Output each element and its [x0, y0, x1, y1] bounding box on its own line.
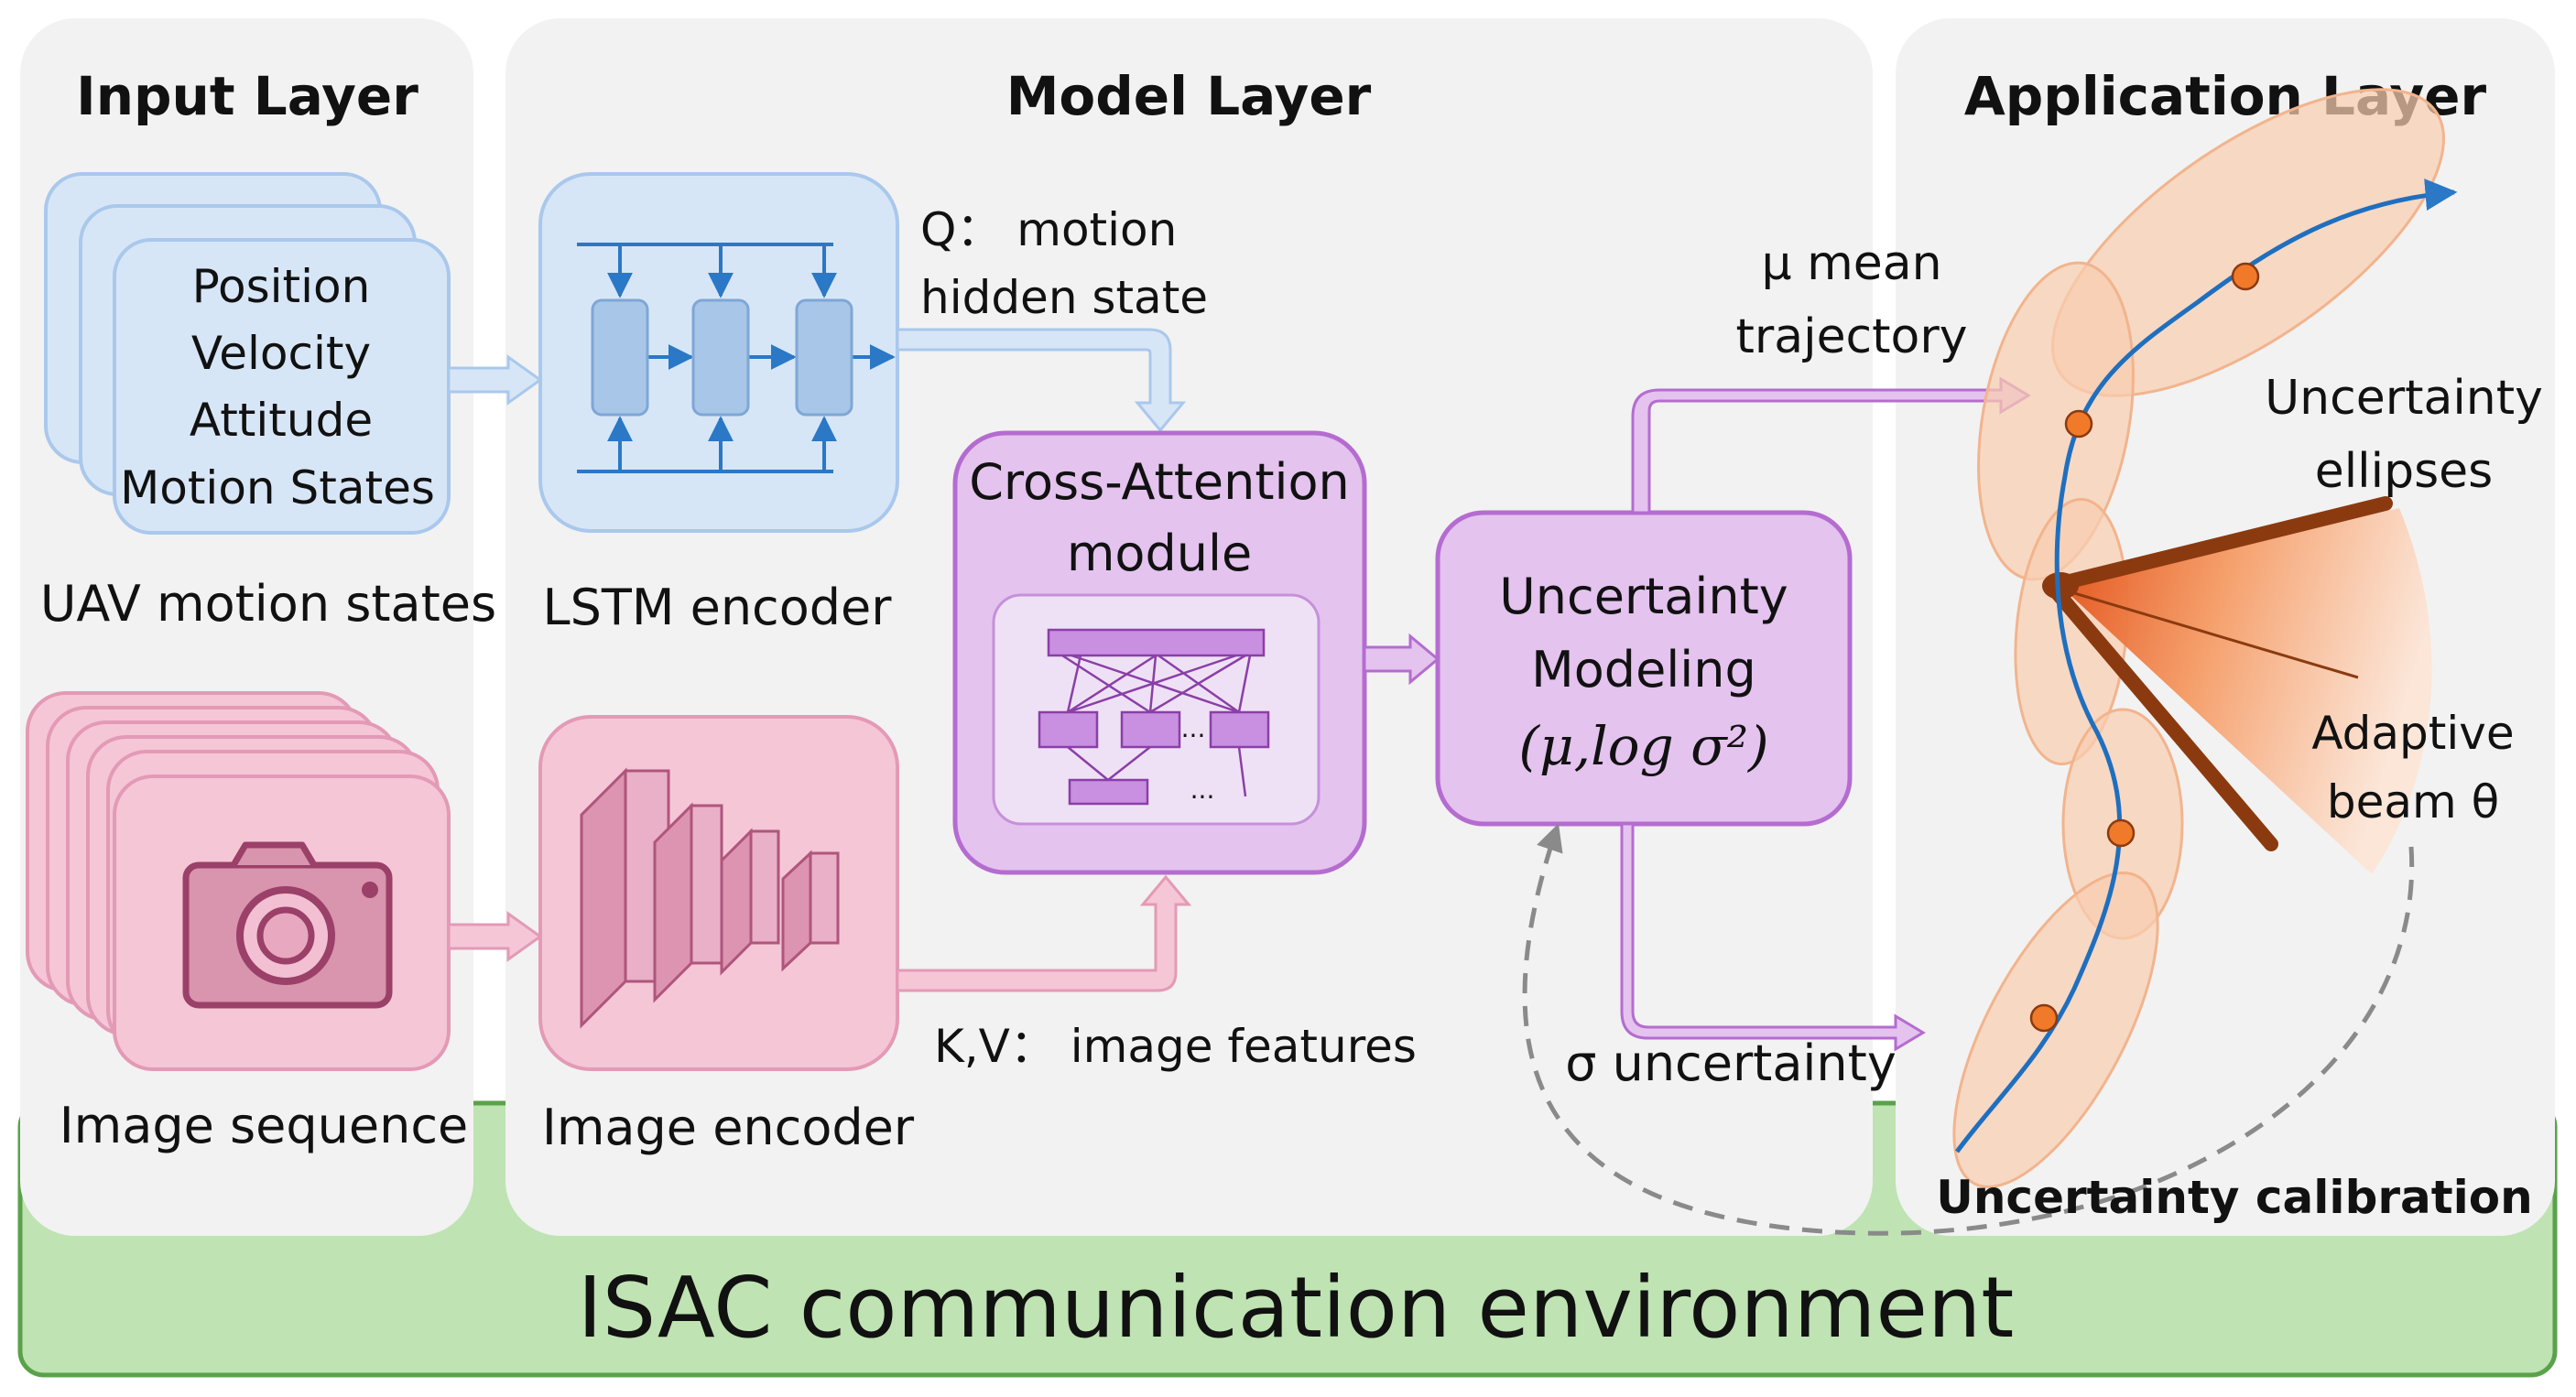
attention-to-uncertainty-arrow — [1363, 633, 1440, 686]
uncertainty-modeling-line1: Uncertainty — [1499, 568, 1788, 625]
motion-state-position: Position — [192, 260, 371, 313]
ellipses-label-line2: ellipses — [2315, 444, 2494, 499]
sigma-uncertainty-arrow — [1620, 822, 1926, 1052]
calibration-feedback-arrow — [1522, 823, 2415, 1236]
beam-center-line — [2055, 586, 2359, 679]
isac-environment-label: ISAC communication environment — [578, 1259, 2015, 1357]
beam-lower-edge — [2044, 579, 2278, 851]
conv-layers-diagram — [580, 767, 840, 1029]
images-to-encoder-arrow — [447, 911, 543, 962]
beam-origin — [2042, 572, 2079, 600]
query-label-line2: hidden state — [920, 271, 1208, 324]
camera-icon — [182, 841, 393, 1009]
cross-attention-title-line2: module — [1067, 525, 1252, 582]
lstm-cells-diagram — [577, 243, 896, 473]
motion-state-attitude: Attitude — [190, 394, 373, 447]
lstm-cell-1 — [591, 298, 649, 417]
motion-state-motion-states: Motion States — [120, 461, 435, 514]
trajectory-points — [2029, 262, 2260, 1033]
model-layer-title: Model Layer — [1006, 65, 1372, 127]
attention-network-diagram — [1038, 628, 1270, 806]
keyvalue-connector-arrow — [896, 874, 1192, 992]
motion-to-lstm-arrow — [447, 354, 543, 406]
uncertainty-modeling-line2: Modeling — [1531, 641, 1756, 698]
lstm-cell-3 — [795, 298, 853, 417]
lstm-encoder-caption: LSTM encoder — [543, 579, 893, 636]
mean-trajectory-label-line2: trajectory — [1735, 309, 1967, 364]
image-sequence-caption: Image sequence — [60, 1097, 469, 1154]
attention-dots-upper: ... — [1181, 713, 1206, 743]
beam-label-line2: beam θ — [2327, 775, 2499, 828]
lstm-cell-2 — [691, 298, 750, 417]
motion-states-stack: Position Velocity Attitude Motion States — [44, 172, 451, 535]
cross-attention-title-line1: Cross-Attention — [969, 453, 1350, 511]
query-connector-arrow — [896, 328, 1187, 433]
ellipses-label-line1: Uncertainty — [2265, 371, 2543, 426]
keyvalue-label: K,V： image features — [934, 1020, 1417, 1073]
uncertainty-modeling-formula: (μ,log σ²) — [1518, 715, 1768, 777]
uncertainty-calibration-label: Uncertainty calibration — [1936, 1171, 2533, 1224]
adaptive-beam-fan — [2060, 508, 2432, 874]
sigma-uncertainty-label: σ uncertainty — [1565, 1034, 1897, 1092]
attention-dots-lower: ... — [1190, 774, 1215, 805]
image-encoder-caption: Image encoder — [542, 1099, 915, 1156]
beam-upper-edge — [2044, 496, 2393, 593]
beam-label-line1: Adaptive — [2311, 707, 2514, 760]
motion-state-velocity: Velocity — [191, 327, 371, 380]
input-layer-title: Input Layer — [76, 65, 418, 127]
query-label-line1: Q： motion — [920, 203, 1177, 256]
motion-stack-caption: UAV motion states — [40, 575, 496, 633]
mean-trajectory-label-line1: μ mean — [1761, 236, 1941, 291]
